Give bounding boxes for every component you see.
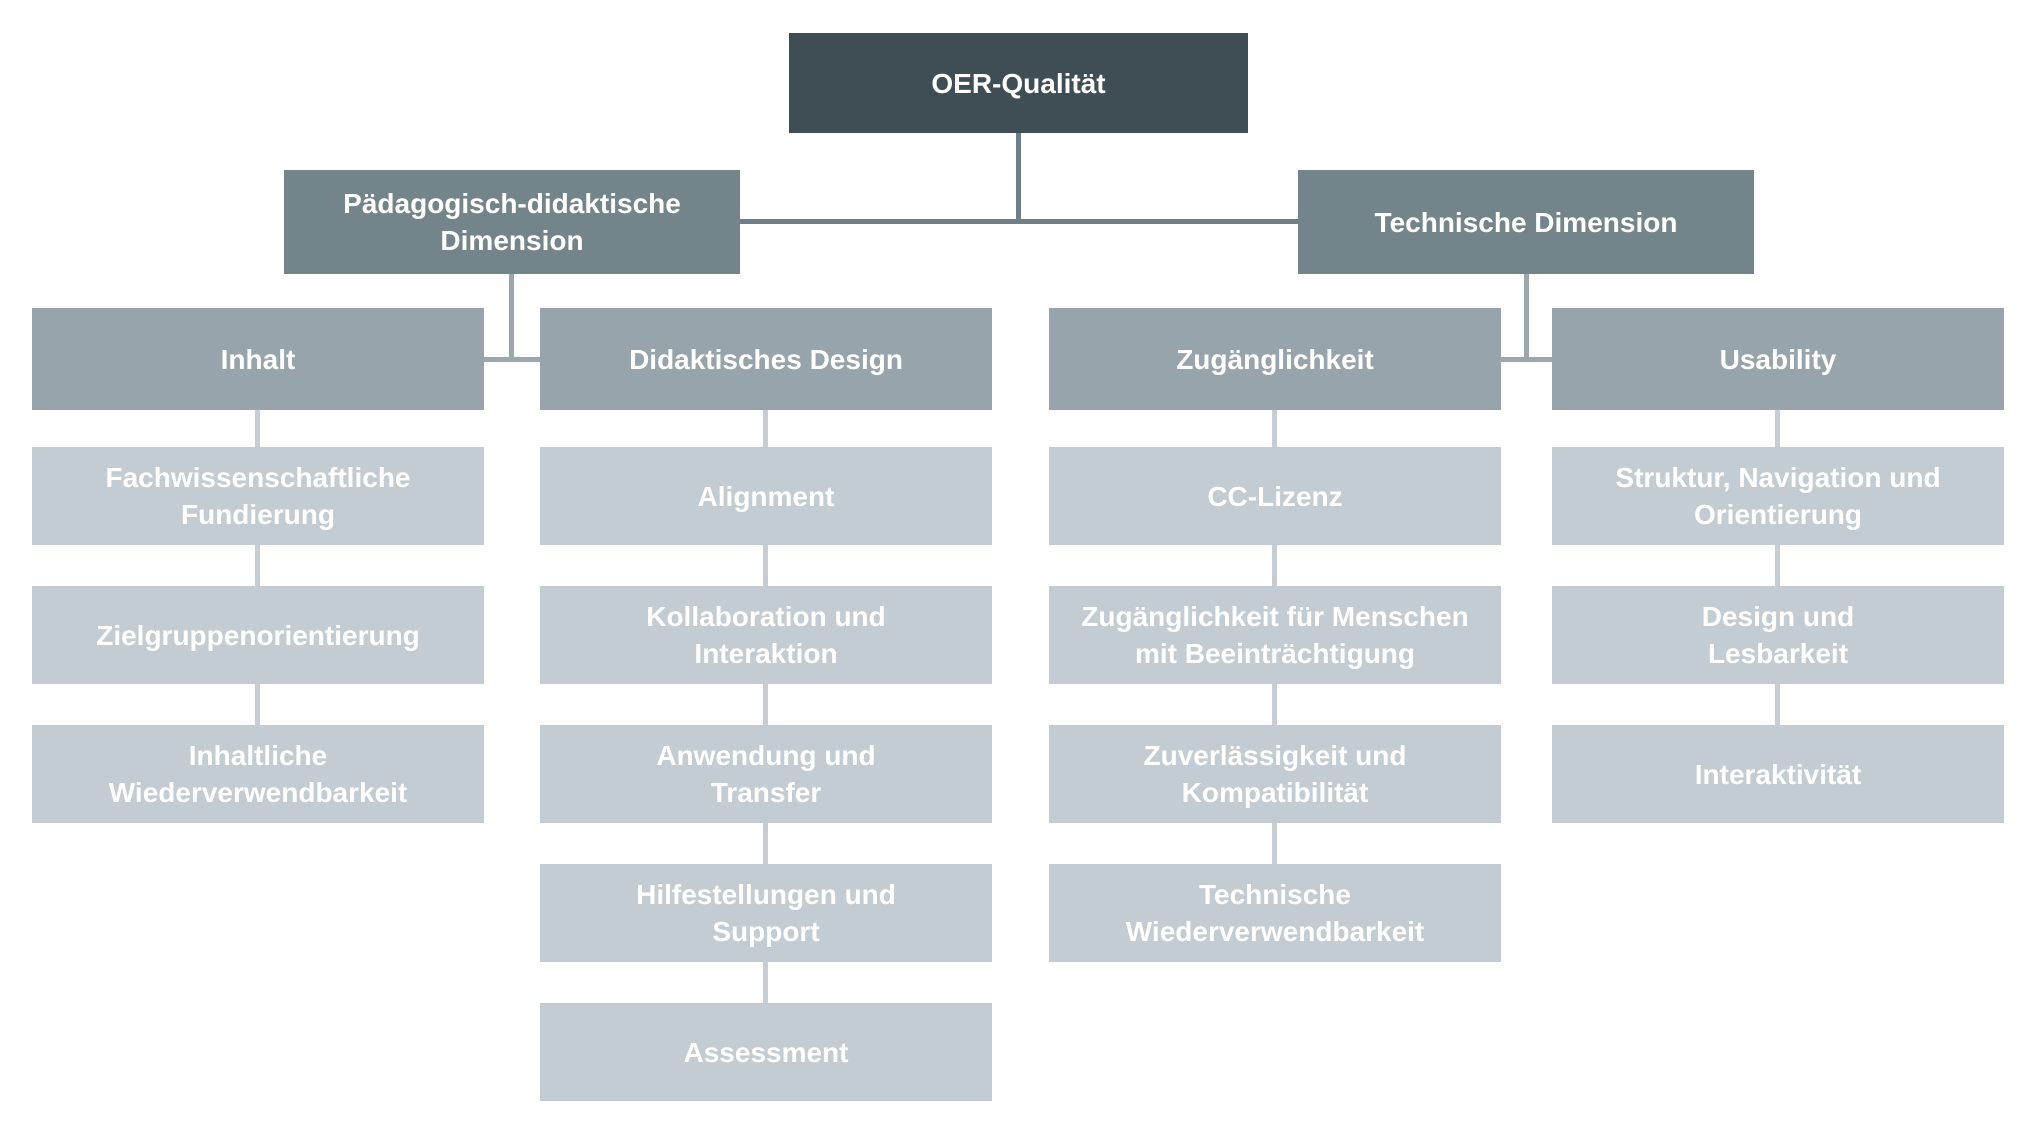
connector-col2-seg1 bbox=[763, 410, 768, 447]
connector-root-vertical bbox=[1016, 133, 1021, 222]
connector-col3-seg4 bbox=[1272, 823, 1277, 864]
criterion-box-cc-lizenz: CC-Lizenz bbox=[1049, 447, 1501, 545]
connector-col2-seg5 bbox=[763, 962, 768, 1003]
criterion-box-alignment: Alignment bbox=[540, 447, 992, 545]
connector-dim2-vertical bbox=[1524, 274, 1529, 362]
connector-col2-seg4 bbox=[763, 823, 768, 864]
root-box: OER-Qualität bbox=[789, 33, 1248, 133]
connector-col3-seg3 bbox=[1272, 684, 1277, 725]
criterion-box-technische-wiederverwendbarkeit: Technische Wiederverwendbarkeit bbox=[1049, 864, 1501, 962]
connector-dim1-vertical bbox=[509, 274, 514, 362]
category-box-usability: Usability bbox=[1552, 308, 2004, 410]
connector-col1-seg1 bbox=[255, 410, 260, 447]
connector-col1-seg3 bbox=[255, 684, 260, 725]
dimension-box-paedagogisch-didaktisch: Pädagogisch-didaktische Dimension bbox=[284, 170, 740, 274]
criterion-box-assessment: Assessment bbox=[540, 1003, 992, 1101]
connector-dim1-horizontal bbox=[484, 357, 540, 362]
connector-dim2-horizontal bbox=[1501, 357, 1552, 362]
connector-col2-seg3 bbox=[763, 684, 768, 725]
criterion-box-kollaboration-und-interaktion: Kollaboration und Interaktion bbox=[540, 586, 992, 684]
category-box-didaktisches-design: Didaktisches Design bbox=[540, 308, 992, 410]
dimension-box-technisch: Technische Dimension bbox=[1298, 170, 1754, 274]
criterion-box-hilfestellungen-und-support: Hilfestellungen und Support bbox=[540, 864, 992, 962]
category-box-zugaenglichkeit: Zugänglichkeit bbox=[1049, 308, 1501, 410]
connector-col4-seg1 bbox=[1775, 410, 1780, 447]
criterion-box-fachwissenschaftliche-fundierung: Fachwissenschaftliche Fundierung bbox=[32, 447, 484, 545]
connector-col3-seg2 bbox=[1272, 545, 1277, 586]
criterion-box-interaktivitaet: Interaktivität bbox=[1552, 725, 2004, 823]
criterion-box-inhaltliche-wiederverwendbarkeit: Inhaltliche Wiederverwendbarkeit bbox=[32, 725, 484, 823]
criterion-box-struktur-navigation-orientierung: Struktur, Navigation und Orientierung bbox=[1552, 447, 2004, 545]
connector-col2-seg2 bbox=[763, 545, 768, 586]
criterion-box-zugaenglichkeit-fuer-menschen: Zugänglichkeit für Menschen mit Beeinträ… bbox=[1049, 586, 1501, 684]
criterion-box-zielgruppenorientierung: Zielgruppenorientierung bbox=[32, 586, 484, 684]
connector-col1-seg2 bbox=[255, 545, 260, 586]
criterion-box-anwendung-und-transfer: Anwendung und Transfer bbox=[540, 725, 992, 823]
connector-col3-seg1 bbox=[1272, 410, 1277, 447]
criterion-box-zuverlaessigkeit-und-kompatibilitaet: Zuverlässigkeit und Kompatibilität bbox=[1049, 725, 1501, 823]
connector-col4-seg2 bbox=[1775, 545, 1780, 586]
connector-col4-seg3 bbox=[1775, 684, 1780, 725]
category-box-inhalt: Inhalt bbox=[32, 308, 484, 410]
criterion-box-design-und-lesbarkeit: Design und Lesbarkeit bbox=[1552, 586, 2004, 684]
connector-dimension-bus bbox=[740, 219, 1298, 224]
